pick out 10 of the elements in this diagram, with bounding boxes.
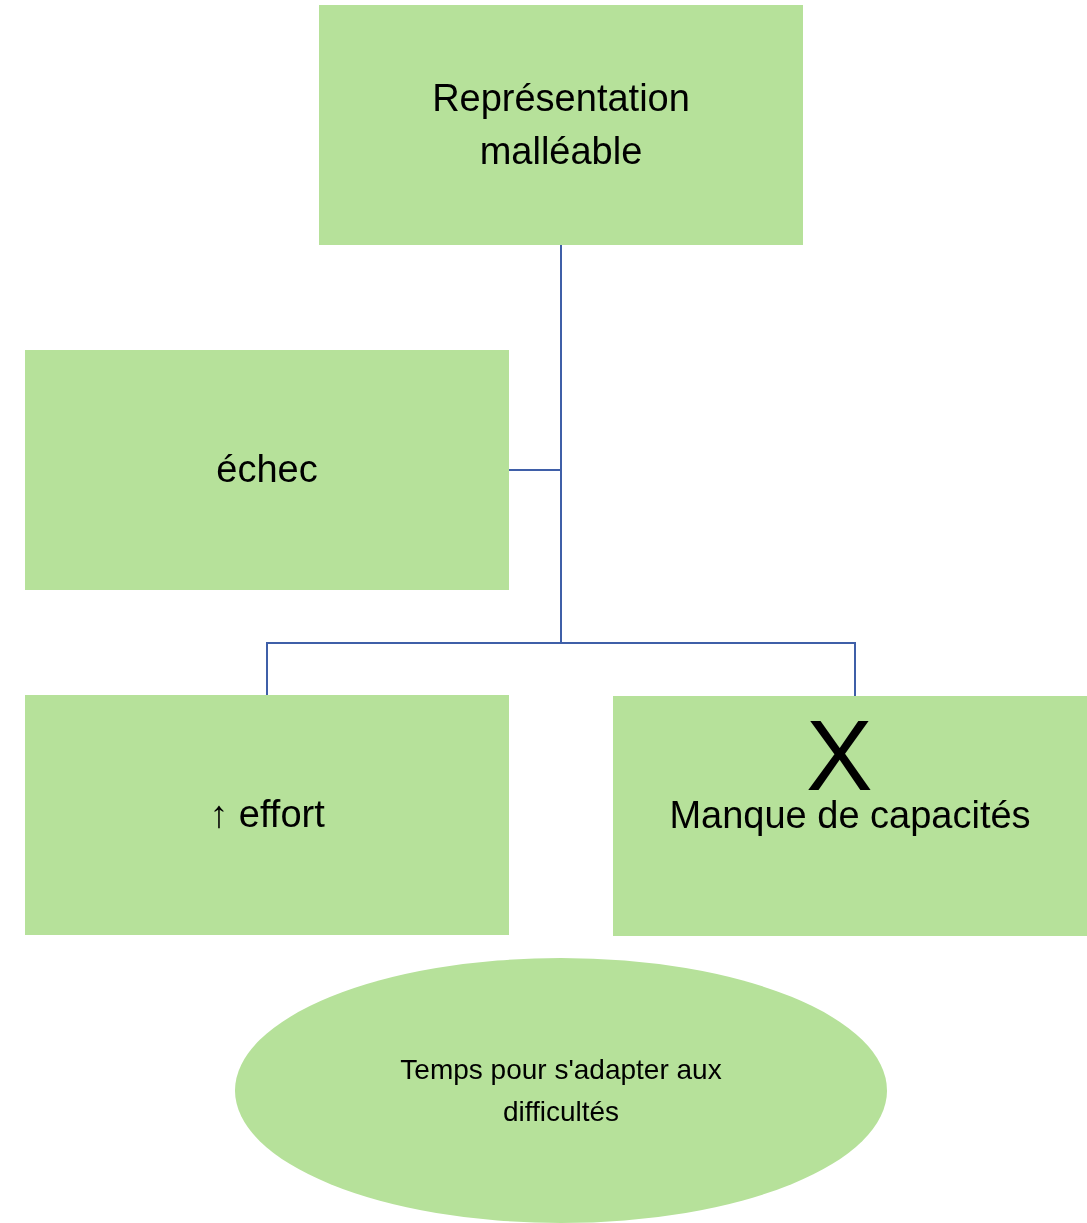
node-text: ↑ effort: [209, 792, 325, 838]
node-text: échec: [216, 447, 318, 493]
process-box: [25, 350, 509, 590]
process-box: [613, 696, 1087, 936]
process-box: [319, 5, 803, 245]
node-text: Représentation malléable: [431, 75, 691, 174]
node-text: Manque de capacités: [669, 793, 1031, 839]
ellipse-node: [235, 958, 887, 1223]
node-text: Temps pour s'adapter aux difficultés: [399, 1052, 723, 1129]
process-box: [25, 695, 509, 935]
